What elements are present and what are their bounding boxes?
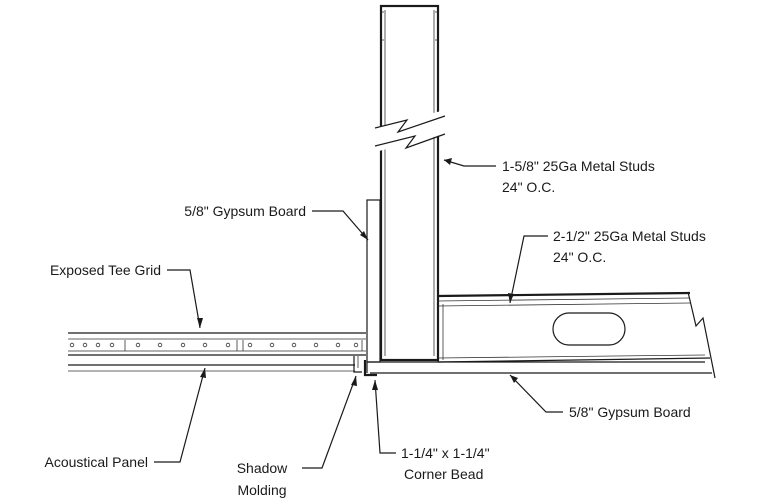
- horizontal-gypsum-board: [366, 361, 712, 374]
- leader-gypsum-upper: [312, 210, 369, 241]
- label-shadow-molding-line1: Shadow: [237, 460, 288, 476]
- leader-arrowheads: [197, 158, 518, 390]
- leader-stud-small: [443, 159, 496, 167]
- tee-grid-perforations: [69, 340, 363, 351]
- shadow-molding: [353, 356, 362, 373]
- corner-bead: [363, 360, 377, 377]
- label-corner-bead-line2: Corner Bead: [404, 466, 483, 482]
- vertical-gypsum-board: [366, 199, 381, 363]
- leader-shadow-molding: [302, 375, 357, 469]
- vertical-metal-stud: [379, 4, 440, 362]
- leader-gypsum-lower: [509, 374, 563, 413]
- label-gypsum-board-lower: 5/8" Gypsum Board: [569, 404, 691, 420]
- label-exposed-tee-grid: Exposed Tee Grid: [50, 262, 161, 278]
- stud-end-break: [687, 291, 716, 379]
- label-stud-large-line1: 2-1/2" 25Ga Metal Studs: [553, 228, 706, 244]
- stud-knockout-hole: [552, 312, 626, 346]
- label-corner-bead-line1: 1-1/4" x 1-1/4": [401, 445, 490, 461]
- acoustical-panel: [68, 364, 355, 372]
- label-shadow-molding-line2: Molding: [237, 482, 286, 498]
- label-stud-small-line1: 1-5/8" 25Ga Metal Studs: [502, 158, 655, 174]
- exposed-tee-grid: [68, 332, 366, 356]
- label-gypsum-board-upper: 5/8" Gypsum Board: [184, 203, 306, 219]
- leader-tee-grid: [167, 269, 201, 329]
- leader-stud-large: [509, 235, 548, 304]
- stud-break-symbol: [374, 110, 446, 152]
- label-stud-large-line2: 24" O.C.: [553, 249, 606, 265]
- horizontal-metal-stud: [437, 291, 716, 379]
- label-acoustical-panel: Acoustical Panel: [44, 454, 148, 470]
- label-stud-small-line2: 24" O.C.: [502, 179, 555, 195]
- leader-acoustical-panel: [154, 367, 206, 463]
- leader-corner-bead: [374, 379, 396, 454]
